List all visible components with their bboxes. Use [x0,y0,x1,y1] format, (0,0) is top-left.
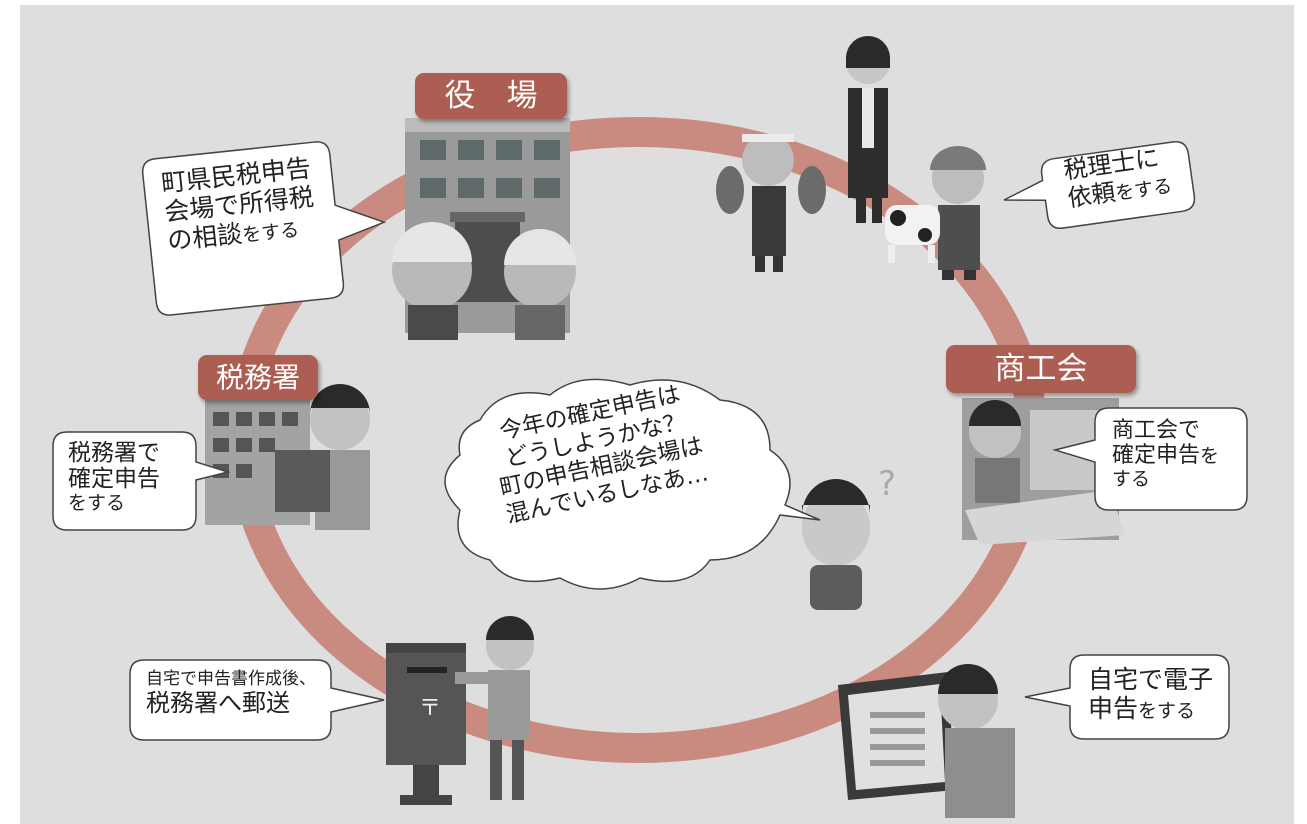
bubble-e-filing-shape [1024,654,1230,740]
center-thought-cloud [444,378,821,590]
mail-line1: 自宅で申告書作成後、 [146,669,316,689]
tax-accountant-line2-main: 依頼 [1065,177,1118,213]
bubble-tax-accountant-shape [1003,141,1196,229]
tax-office-line1: 税務署で [68,440,160,466]
commerce-line2-main: 確定申告 [1112,443,1201,469]
commerce-label: 商工会 [946,345,1136,393]
tax-office-label: 税務署 [198,355,318,400]
bubble-town-office-text: 町県民税申告 会場で所得税 の相談をする [160,153,318,255]
mailbox-icon: 〒 [386,643,466,805]
commerce-line3: する [1112,467,1151,490]
fisherman-icon [716,134,826,272]
bubble-tax-office-shape [52,431,231,531]
laptop-icon [838,672,955,800]
bubble-commerce-text: 商工会で 確定申告を する [1112,418,1219,490]
cow-icon [885,205,940,263]
commerce-line2-small: を [1200,445,1220,468]
bubble-e-filing-text: 自宅で電子 申告をする [1088,665,1214,724]
e-filing-line1: 自宅で電子 [1088,665,1214,694]
person-holding-document-icon [275,384,370,530]
bubble-commerce-shape [1052,407,1248,511]
town-office-label: 役 場 [415,73,567,119]
svg-text:〒: 〒 [419,696,441,721]
farmer-icon [930,146,986,280]
thinking-person-icon [802,479,870,610]
person-posting-letter-icon [455,616,534,800]
e-filing-line2-main: 申告 [1088,693,1139,723]
bubble-town-office-shape [141,141,387,316]
commerce-line1: 商工会で [1112,418,1201,443]
town-office-line3-small: をする [241,218,301,247]
bubble-tax-office-text: 税務署で 確定申告 をする [68,440,160,515]
mail-line2: 税務署へ郵送 [146,688,290,717]
businesswoman-icon [846,36,890,223]
person-at-laptop-icon [938,664,1015,818]
elderly-couple-icon [392,222,576,340]
bubble-mail-shape [129,659,385,741]
tax-office-line3: をする [68,491,126,514]
tax-office-line2: 確定申告 [68,466,160,493]
e-filing-line2-small: をする [1138,699,1196,722]
bubble-mail-text: 自宅で申告書作成後、 税務署へ郵送 [146,669,316,717]
question-mark-icon: ? [878,464,896,504]
